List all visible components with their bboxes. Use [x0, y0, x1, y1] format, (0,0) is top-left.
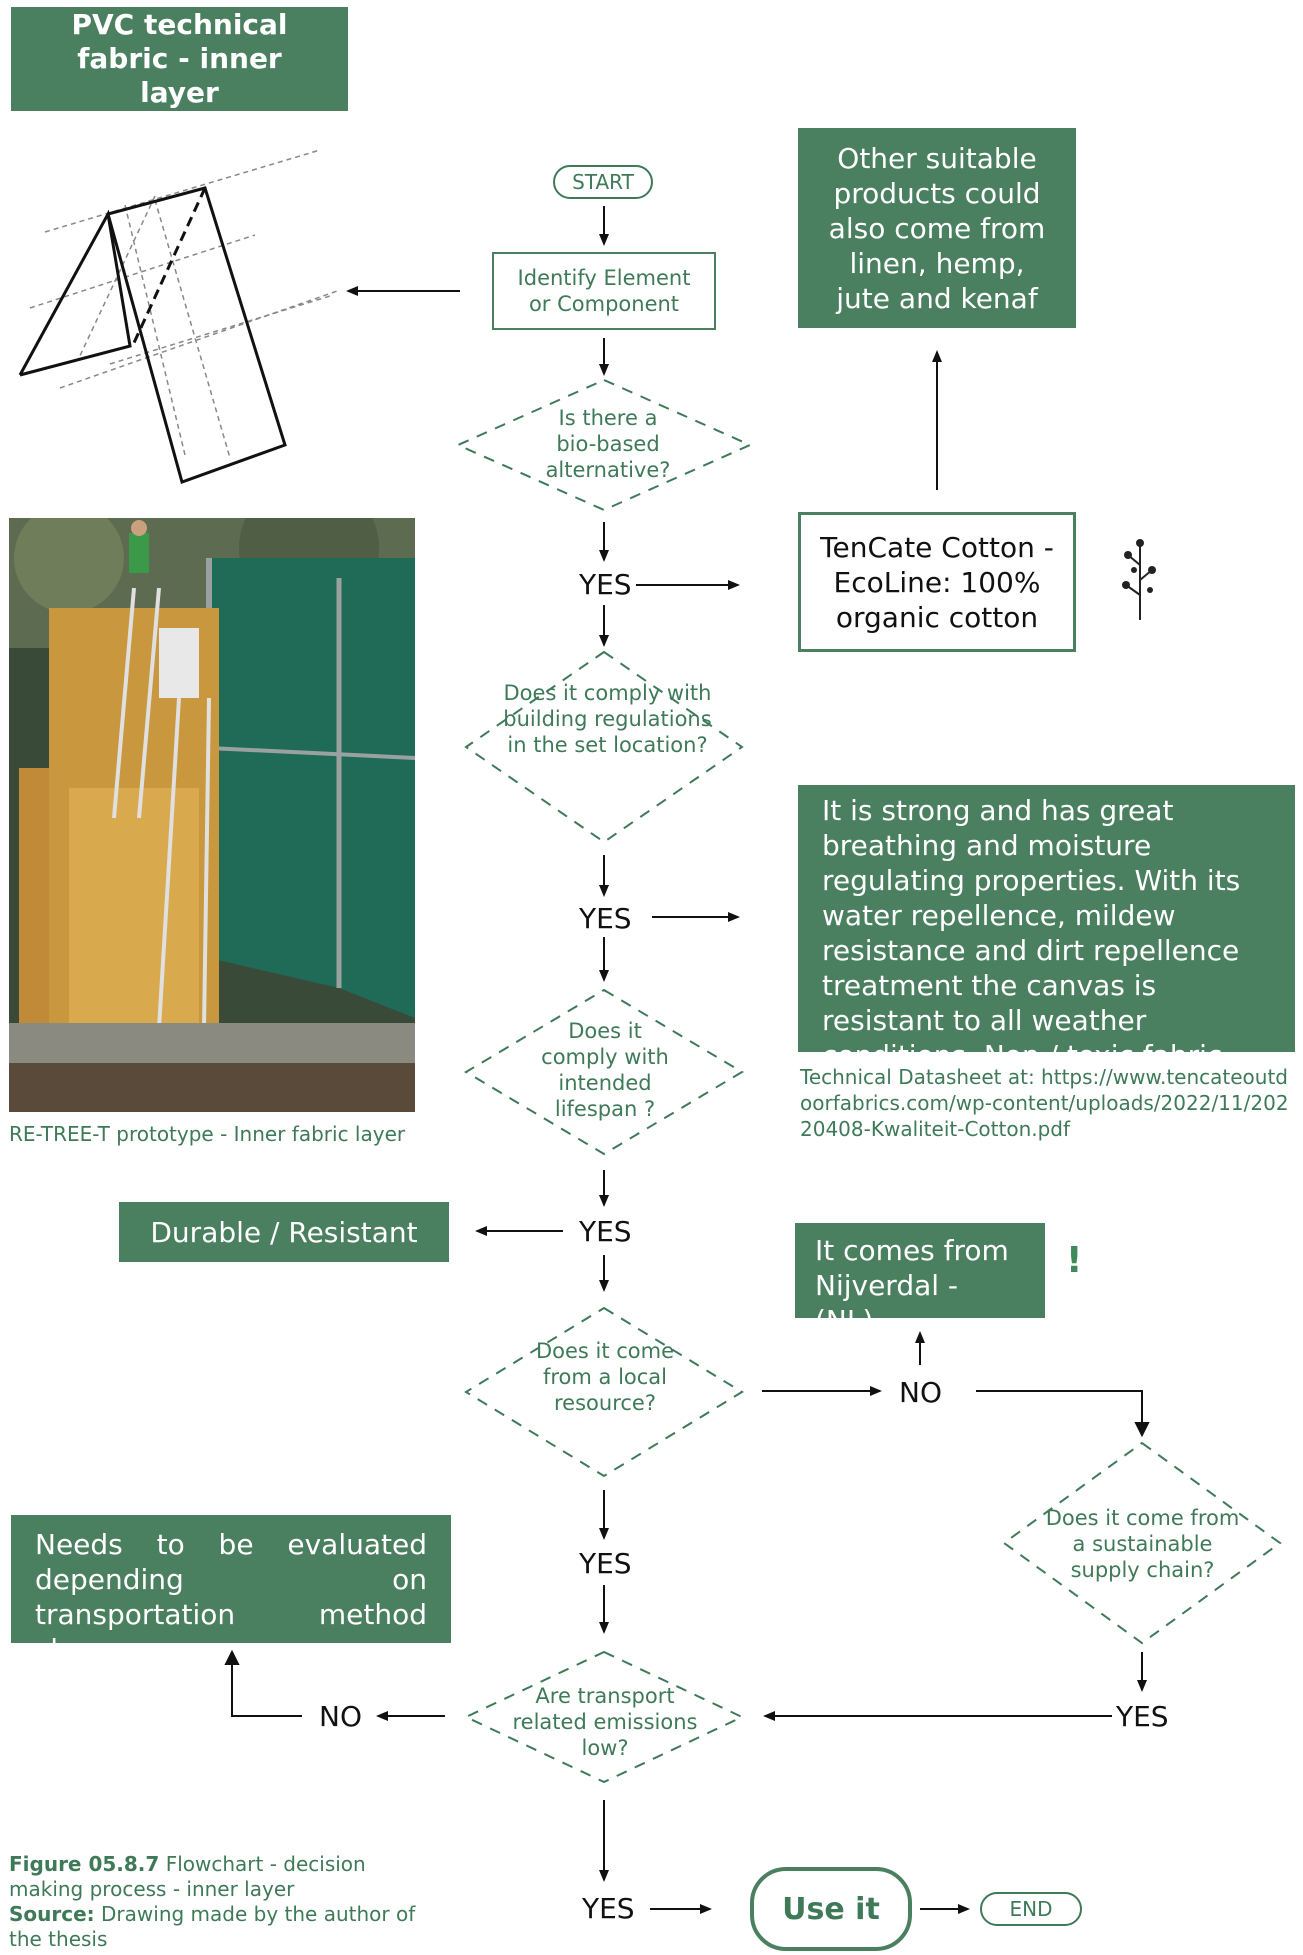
datasheet-text: Technical Datasheet at: https://www.tenc… — [800, 1065, 1289, 1141]
figure-source-label: Source: — [9, 1902, 95, 1926]
diamond-local — [464, 1306, 744, 1478]
figure-label: Figure 05.8.7 — [9, 1852, 160, 1876]
transport-note-text: Needs to be evaluated depending on trans… — [35, 1528, 427, 1666]
identify-label: Identify Element or Component — [517, 266, 691, 316]
durable-text: Durable / Resistant — [150, 1215, 418, 1249]
figure-source-line: Source: Drawing made by the author of th… — [9, 1902, 419, 1952]
identify-box: Identify Element or Component — [492, 252, 716, 330]
prototype-photo — [9, 518, 415, 1112]
diamond-biobased — [455, 378, 753, 512]
other-products-box: Other suitable products could also come … — [798, 128, 1076, 328]
fabric-layer-drawing — [18, 149, 341, 484]
tencate-text: TenCate Cotton - EcoLine: 100% organic c… — [820, 530, 1054, 634]
cotton-plant-icon — [1122, 539, 1156, 620]
other-products-text: Other suitable products could also come … — [828, 141, 1046, 315]
diamond-lifespan — [464, 988, 744, 1156]
title-box: PVC technical fabric - inner layer — [11, 7, 348, 111]
photo-caption: RE-TREE-T prototype - Inner fabric layer — [9, 1122, 406, 1146]
no-label-transport: NO — [319, 1700, 362, 1733]
yes-label-5: YES — [582, 1892, 635, 1925]
properties-box: It is strong and has great breathing and… — [798, 785, 1295, 1072]
question-transport: Are transport related emissions low? — [512, 1684, 698, 1760]
yes-label-sustainable: YES — [1116, 1700, 1169, 1733]
yes-label-3: YES — [579, 1215, 632, 1248]
use-it-label: Use it — [782, 1891, 880, 1927]
yes-label-4: YES — [579, 1547, 632, 1580]
question-lifespan: Does it comply with intended lifespan ? — [541, 1019, 669, 1121]
origin-box: It comes from Nijverdal - (NL) — [795, 1223, 1045, 1337]
end-label: END — [1009, 1897, 1053, 1921]
start-node: START — [553, 165, 653, 199]
page-title: PVC technical fabric - inner layer — [71, 8, 288, 109]
use-it-node: Use it — [750, 1867, 912, 1951]
durable-box: Durable / Resistant — [119, 1202, 449, 1262]
yes-label-2: YES — [579, 902, 632, 935]
origin-text: It comes from Nijverdal - (NL) — [815, 1234, 1009, 1337]
question-local: Does it come from a local resource? — [535, 1339, 675, 1415]
figure-caption-text: Flowchart - decision making process - in… — [9, 1852, 366, 1901]
transport-note-box: Needs to be evaluated depending on trans… — [11, 1515, 451, 1666]
figure-caption-line: Figure 05.8.7 Flowchart - decision makin… — [9, 1852, 419, 1902]
diamond-sustainable — [1002, 1441, 1282, 1645]
figure-caption: Figure 05.8.7 Flowchart - decision makin… — [9, 1852, 419, 1952]
yes-label-1: YES — [579, 568, 632, 601]
tencate-box: TenCate Cotton - EcoLine: 100% organic c… — [798, 512, 1076, 652]
start-label: START — [572, 170, 634, 194]
end-node: END — [980, 1892, 1082, 1926]
question-regulations: Does it comply with building regulations… — [503, 681, 712, 757]
question-biobased: Is there a bio-based alternative? — [545, 406, 671, 482]
diamond-transport — [463, 1650, 745, 1784]
properties-text: It is strong and has great breathing and… — [822, 794, 1241, 1072]
question-sustainable: Does it come from a sustainable supply c… — [1045, 1506, 1240, 1582]
alert-icon: ! — [1066, 1240, 1083, 1281]
no-label-local: NO — [899, 1376, 942, 1409]
figure-source-text: Drawing made by the author of the thesis — [9, 1902, 416, 1951]
